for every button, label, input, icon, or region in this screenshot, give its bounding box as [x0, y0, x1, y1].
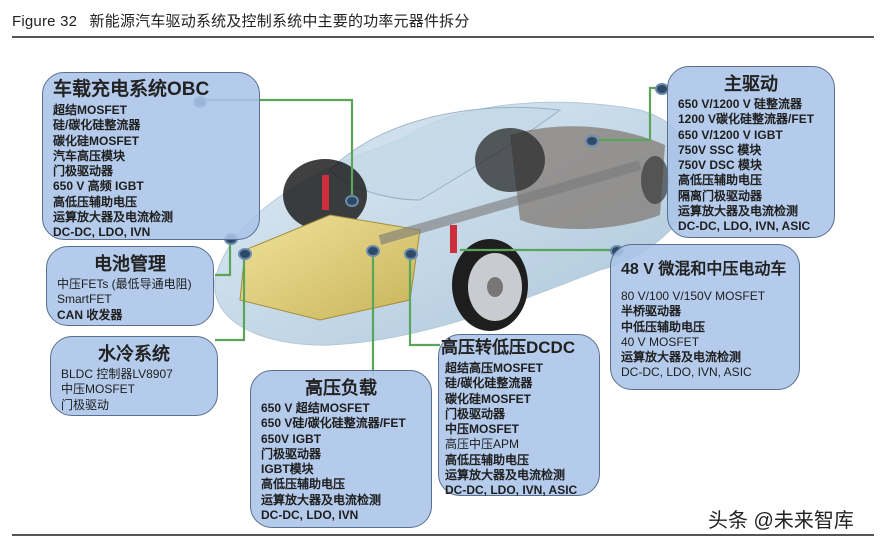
box-item: 运算放大器及电流检测 — [261, 492, 382, 507]
box-item: 高低压辅助电压 — [261, 477, 346, 492]
box-item: 40 V MOSFET — [621, 334, 700, 349]
box-item: BLDC 控制器LV8907 — [61, 367, 173, 381]
watermark: 头条 @未来智库 — [708, 510, 854, 532]
bottom-rule — [12, 534, 874, 536]
box-item: 750V DSC 模块 — [678, 158, 763, 173]
box-item: 运算放大器及电流检测 — [678, 204, 799, 219]
box-item: 碳化硅MOSFET — [445, 391, 531, 406]
box-title: 主驱动 — [724, 74, 778, 94]
box-title: 水冷系统 — [98, 344, 170, 364]
box-item: DC-DC, LDO, IVN, ASIC — [445, 483, 578, 498]
box-title: 电池管理 — [94, 254, 166, 274]
box-item: 高低压辅助电压 — [445, 452, 530, 467]
box-item: 中压MOSFET — [61, 382, 135, 397]
box-item: 门极驱动 — [61, 397, 110, 412]
top-rule — [12, 36, 874, 38]
box-item: 硅/碳化硅整流器 — [445, 376, 533, 391]
box-item: 650V IGBT — [261, 431, 322, 446]
box-item: DC-DC, LDO, IVN — [261, 508, 359, 523]
box-item: 中压FETs (最低导通电阻) — [57, 277, 192, 291]
box-title: 48 V 微混和中压电动车 — [621, 261, 787, 278]
box-item: 中低压辅助电压 — [621, 319, 706, 334]
box-item: 运算放大器及电流检测 — [53, 210, 174, 225]
box-item: 超结MOSFET — [53, 103, 127, 117]
connector-dot-main-drive-target — [585, 135, 599, 147]
box-item: 门极驱动器 — [261, 446, 322, 461]
box-item: DC-DC, LDO, IVN, ASIC — [678, 219, 811, 234]
box-item: 半桥驱动器 — [621, 304, 682, 319]
box-item: IGBT模块 — [261, 462, 314, 477]
figure-caption: 新能源汽车驱动系统及控制系统中主要的功率元器件拆分 — [89, 13, 470, 30]
box-item: 80 V/100 V/150V MOSFET — [621, 289, 766, 303]
connector-dot-dcdc-target — [404, 248, 418, 260]
box-item: 汽车高压模块 — [53, 148, 126, 163]
box-item: 中压MOSFET — [445, 422, 519, 437]
box-item: 硅/碳化硅整流器 — [53, 118, 141, 133]
box-item: 650 V 超结MOSFET — [261, 401, 370, 415]
box-item: DC-DC, LDO, IVN — [53, 225, 151, 240]
box-item: 运算放大器及电流检测 — [445, 468, 566, 483]
box-item: 门极驱动器 — [53, 164, 114, 179]
connector-dot-cooling-target — [238, 248, 252, 260]
box-title: 高压转低压DCDC — [441, 338, 576, 357]
box-item: 门极驱动器 — [445, 406, 506, 421]
box-item: 运算放大器及电流检测 — [621, 350, 742, 365]
box-item: 高低压辅助电压 — [678, 173, 763, 188]
figure-title: Figure 32 新能源汽车驱动系统及控制系统中主要的功率元器件拆分 — [12, 10, 470, 31]
box-main-drive: 主驱动 650 V/1200 V 硅整流器 1200 V碳化硅整流器/FET 6… — [667, 66, 835, 238]
box-item: DC-DC, LDO, IVN, ASIC — [621, 365, 752, 380]
box-item: 750V SSC 模块 — [678, 142, 762, 157]
box-title: 车载充电系统OBC — [53, 79, 210, 100]
box-item: 高压中压APM — [445, 437, 520, 452]
figure-label: Figure 32 — [12, 13, 78, 30]
box-item: 超结高压MOSFET — [445, 361, 543, 375]
connector-dot-hv-load-target — [366, 245, 380, 257]
box-item: 1200 V碳化硅整流器/FET — [678, 112, 815, 127]
box-mild-hybrid: 48 V 微混和中压电动车 80 V/100 V/150V MOSFET 半桥驱… — [610, 244, 800, 390]
box-item: 碳化硅MOSFET — [53, 133, 139, 148]
box-cooling: 水冷系统 BLDC 控制器LV8907 中压MOSFET 门极驱动 — [50, 336, 218, 416]
box-item: 650 V/1200 V IGBT — [678, 127, 783, 142]
box-item: CAN 收发器 — [57, 307, 123, 322]
box-bms: 电池管理 中压FETs (最低导通电阻) SmartFET CAN 收发器 — [46, 246, 214, 326]
box-item: 隔离门极驱动器 — [678, 188, 763, 203]
box-item: 650 V 高频 IGBT — [53, 179, 144, 194]
box-dcdc: 高压转低压DCDC 超结高压MOSFET 硅/碳化硅整流器 碳化硅MOSFET … — [438, 334, 600, 498]
box-title: 高压负载 — [305, 378, 377, 398]
box-item: SmartFET — [57, 292, 112, 307]
box-item: 高低压辅助电压 — [53, 194, 138, 209]
box-obc: 车载充电系统OBC 超结MOSFET 硅/碳化硅整流器 碳化硅MOSFET 汽车… — [42, 72, 260, 240]
box-hv-load: 高压负载 650 V 超结MOSFET 650 V硅/碳化硅整流器/FET 65… — [250, 370, 432, 528]
box-item: 650 V/1200 V 硅整流器 — [678, 97, 803, 111]
connector-dot-obc-target — [345, 195, 359, 207]
box-item: 650 V硅/碳化硅整流器/FET — [261, 416, 406, 431]
